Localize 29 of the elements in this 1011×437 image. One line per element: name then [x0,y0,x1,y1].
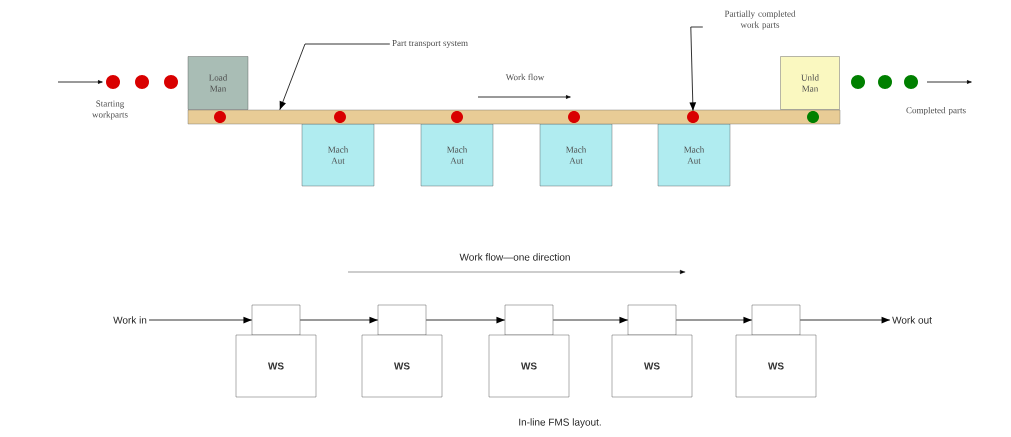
flow-label: Starting workparts [92,100,128,120]
pallet-box [504,304,554,336]
machine-box: Mach Aut [420,123,494,187]
machine-box: Mach Aut [539,123,613,187]
flow-label: Work flow [505,73,545,81]
flow-label: Completed parts [906,106,966,116]
load-station-box: Load Man [187,56,249,110]
machine-box: Mach Aut [657,123,731,187]
arrow [799,316,891,324]
flow-label: Work in [113,316,147,324]
pallet-box [251,304,301,336]
arrow [675,316,753,324]
arrow [552,316,629,324]
arrow [299,316,379,324]
flow-label: Work flow—one direction [459,253,570,261]
leader-label: Partially completed work parts [724,10,796,30]
pallet-box [751,304,801,336]
leader-label: Part transport system [392,40,468,48]
transport-conveyor [187,109,841,125]
pallet-box [627,304,677,336]
machine-box: Mach Aut [301,123,375,187]
leader-line [279,43,391,111]
pallet-box [377,304,427,336]
unload-station-box: Unld Man [780,56,840,110]
arrow [148,316,253,324]
caption: In-line FMS layout. [519,418,601,428]
leader-line [689,26,704,112]
arrow [425,316,506,324]
flow-label: Work out [892,316,932,324]
